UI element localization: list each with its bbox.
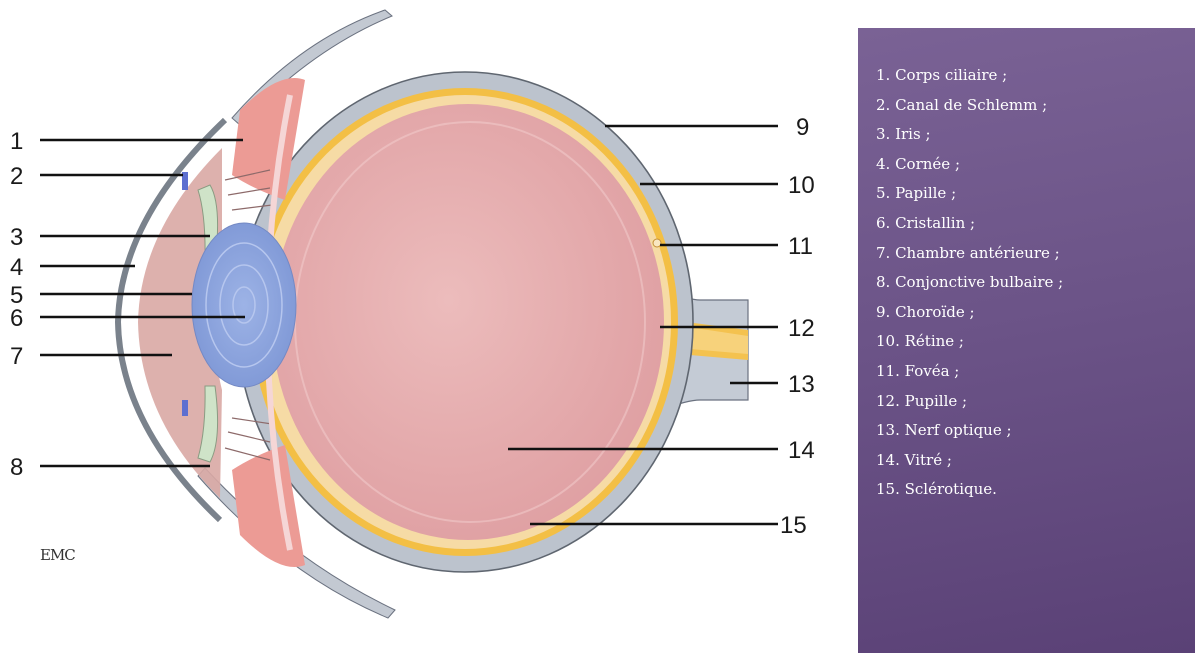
legend-item-9: 9. Choroïde ; [876,298,1195,328]
legend-item-3: 3. Iris ; [876,120,1195,150]
callout-14: 14 [788,437,815,464]
callout-numbers-right: 9 10 11 12 13 14 15 [780,114,815,539]
callout-13: 13 [788,371,815,398]
callout-11: 11 [788,233,813,260]
fovea-marker [653,239,661,247]
emc-logo: EMC [40,546,75,564]
callout-7: 7 [10,343,23,370]
legend-item-15: 15. Sclérotique. [876,475,1195,505]
legend-panel: 1. Corps ciliaire ; 2. Canal de Schlemm … [858,28,1195,653]
callout-1: 1 [10,128,23,155]
eye-cross-section-diagram: 1 2 3 4 5 6 7 8 9 10 11 12 13 14 15 EMC [0,0,850,653]
callout-2: 2 [10,163,23,190]
crystalline-lens [192,223,296,387]
callout-10: 10 [788,172,815,199]
legend-item-14: 14. Vitré ; [876,446,1195,476]
vitreous-body [272,104,664,540]
legend-item-7: 7. Chambre antérieure ; [876,239,1195,269]
callout-8: 8 [10,454,23,481]
legend-item-11: 11. Fovéa ; [876,357,1195,387]
legend-item-2: 2. Canal de Schlemm ; [876,91,1195,121]
legend-item-4: 4. Cornée ; [876,150,1195,180]
legend-item-12: 12. Pupille ; [876,387,1195,417]
callout-numbers-left: 1 2 3 4 5 6 7 8 [10,128,23,481]
callout-6: 6 [10,305,23,332]
legend-item-1: 1. Corps ciliaire ; [876,61,1195,91]
schlemm-canal-lower [182,400,188,416]
callout-15: 15 [780,512,807,539]
legend-item-13: 13. Nerf optique ; [876,416,1195,446]
callout-3: 3 [10,224,23,251]
legend-item-10: 10. Rétine ; [876,327,1195,357]
callout-4: 4 [10,254,23,281]
legend-item-6: 6. Cristallin ; [876,209,1195,239]
legend-list: 1. Corps ciliaire ; 2. Canal de Schlemm … [876,61,1195,505]
legend-item-8: 8. Conjonctive bulbaire ; [876,268,1195,298]
legend-item-5: 5. Papille ; [876,179,1195,209]
callout-12: 12 [788,315,815,342]
callout-9: 9 [796,114,809,141]
